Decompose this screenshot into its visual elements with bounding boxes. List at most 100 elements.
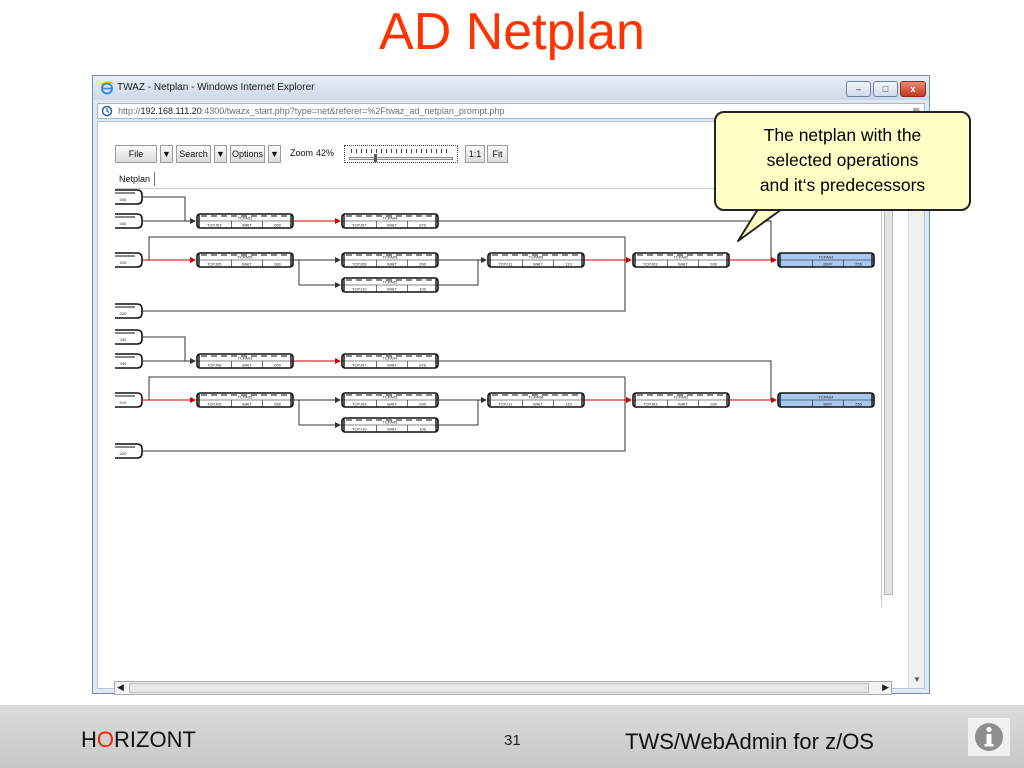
node-workstation: TCPA04 — [819, 395, 835, 400]
tab-divider — [115, 188, 875, 189]
netplan-predecessor-stub[interactable]: 040 — [115, 213, 143, 229]
netplan-predecessor-stub[interactable]: 030 — [115, 329, 143, 345]
dependency-connector — [142, 377, 626, 452]
node-workstation: TCPA06 — [529, 395, 545, 400]
node-jobname: TCPJ10 — [352, 427, 367, 432]
node-jobname: TCPJ11 — [498, 262, 513, 267]
netplan-horizontal-scrollbar[interactable]: ◀ ▶ — [114, 681, 892, 695]
slide-title: AD Netplan — [379, 3, 645, 61]
netplan-predecessor-stub[interactable]: 010 — [115, 252, 143, 268]
zoom-fit-button[interactable]: Fit — [487, 145, 508, 163]
scroll-right-icon[interactable]: ▶ — [882, 682, 889, 692]
netplan-horizontal-scroll-thumb[interactable] — [129, 683, 869, 693]
internet-explorer-icon — [100, 81, 114, 95]
callout-line-1: The netplan with the — [763, 125, 922, 145]
node-status: WAIT — [387, 287, 397, 292]
node-opnum: 070 — [419, 223, 426, 228]
zoom-slider-track[interactable] — [349, 157, 453, 160]
tab-netplan[interactable]: Netplan — [115, 172, 156, 186]
close-button[interactable]: x — [900, 81, 926, 97]
node-jobname: TCPJ05 — [207, 262, 222, 267]
search-menu-button[interactable]: Search — [176, 145, 211, 163]
dependency-connector — [142, 336, 186, 361]
node-workstation: TCPA05 — [383, 395, 399, 400]
netplan-predecessor-stub[interactable]: 020 — [115, 443, 143, 459]
node-opnum: 080 — [274, 402, 281, 407]
node-status: WAIT — [387, 223, 397, 228]
dependency-connector — [438, 260, 479, 286]
minimize-button[interactable]: – — [846, 81, 871, 97]
zoom-1-1-button[interactable]: 1:1 — [465, 145, 485, 163]
page-vertical-scrollbar[interactable]: ▼ — [908, 122, 924, 688]
zoom-label: Zoom — [290, 148, 314, 158]
scroll-down-icon[interactable]: ▼ — [913, 675, 921, 684]
node-workstation: TCPA02 — [674, 395, 690, 400]
node-jobname: TCPJ07 — [352, 363, 367, 368]
node-opnum: 050 — [274, 223, 281, 228]
netplan-predecessor-stub[interactable]: 030 — [115, 189, 143, 205]
node-opnum: 255 — [855, 402, 862, 407]
node-jobname: TCPJ07 — [352, 223, 367, 228]
browser-window-title: TWAZ - Netplan - Windows Internet Explor… — [117, 82, 315, 93]
netplan-predecessor-stub[interactable]: 020 — [115, 303, 143, 319]
node-jobname: TCPJ03 — [643, 262, 658, 267]
node-workstation: TCPA04 — [819, 255, 835, 260]
address-url[interactable]: http://192.168.111.20:4300/twazx_start.p… — [118, 106, 505, 116]
product-name: TWS/WebAdmin for z/OS — [625, 729, 874, 754]
file-dropdown-icon[interactable]: ▼ — [160, 145, 173, 163]
zoom-slider[interactable] — [344, 145, 458, 163]
netplan-vertical-scrollbar[interactable] — [881, 122, 894, 607]
node-status: DMY — [823, 402, 832, 407]
node-workstation: TCPA03 — [238, 356, 254, 361]
zoom-slider-handle[interactable] — [374, 154, 378, 162]
options-dropdown-icon[interactable]: ▼ — [268, 145, 281, 163]
node-workstation: TCPA04 — [383, 216, 399, 221]
search-dropdown-icon[interactable]: ▼ — [214, 145, 227, 163]
browser-content: File ▼ Search ▼ Options ▼ Zoom 42% 1:1 F… — [97, 121, 925, 689]
brand-logo: HORIZONT — [81, 727, 196, 752]
node-jobname: TCPJ03 — [207, 223, 222, 228]
node-status: WAIT — [678, 262, 688, 267]
restore-button[interactable]: □ — [873, 81, 898, 97]
dependency-connector — [142, 237, 626, 312]
netplan-predecessor-stub[interactable]: 010 — [115, 392, 143, 408]
node-opnum: 110 — [565, 402, 572, 407]
node-status: WAIT — [242, 363, 252, 368]
node-opnum: 030 — [710, 262, 717, 267]
zoom-slider-ticks — [351, 149, 451, 153]
stub-opnum: 040 — [120, 221, 127, 226]
node-jobname: TCPJ05 — [207, 402, 222, 407]
node-workstation: TCPA05 — [238, 255, 254, 260]
node-status: DMY — [823, 262, 832, 267]
file-menu-button[interactable]: File — [115, 145, 157, 163]
stub-opnum: 020 — [120, 311, 127, 316]
dependency-connector — [148, 236, 625, 260]
options-menu-button[interactable]: Options — [230, 145, 265, 163]
info-icon[interactable] — [968, 718, 1010, 756]
node-jobname: TCPJ09 — [352, 262, 367, 267]
netplan-predecessor-stub[interactable]: 040 — [115, 353, 143, 369]
scroll-left-icon[interactable]: ◀ — [117, 682, 124, 692]
callout-line-3: and it‘s predecessors — [759, 175, 926, 195]
browser-titlebar[interactable]: TWAZ - Netplan - Windows Internet Explor… — [93, 76, 929, 100]
stub-opnum: 030 — [120, 337, 127, 342]
compatibility-icon[interactable]: ▦ — [912, 106, 920, 115]
